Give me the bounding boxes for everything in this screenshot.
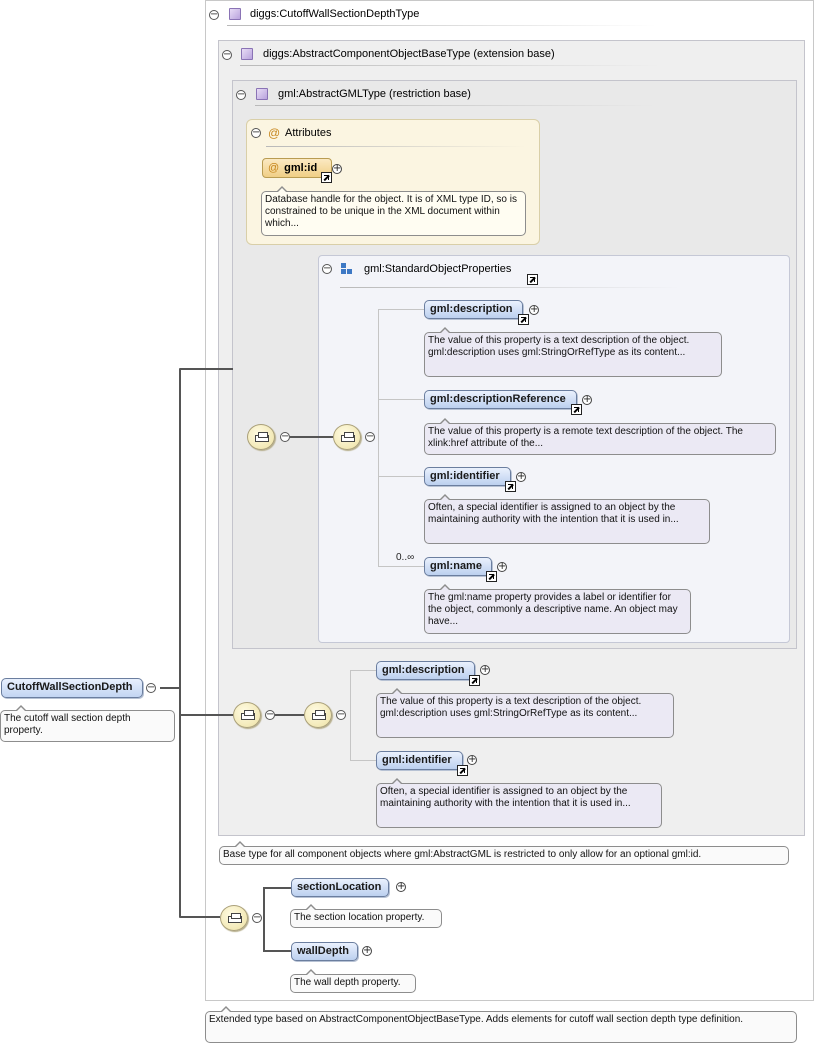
attribute-gml-id[interactable]: @ gml:id bbox=[262, 158, 332, 178]
expand-element-icon[interactable]: + bbox=[582, 394, 592, 405]
branch-line bbox=[378, 309, 379, 566]
collapse-group-toggle[interactable]: − bbox=[322, 263, 332, 274]
complex-type-icon bbox=[256, 88, 268, 100]
root-element-doc: The cutoff wall section depth property. bbox=[0, 705, 175, 742]
branch-line bbox=[350, 670, 376, 671]
attributes-marker: @ bbox=[268, 126, 281, 140]
collapse-gml-type-toggle[interactable]: − bbox=[236, 89, 246, 100]
expand-element-icon[interactable]: + bbox=[396, 881, 406, 892]
go-to-definition-icon[interactable] bbox=[469, 675, 480, 686]
collapse-base-toggle[interactable]: − bbox=[222, 49, 232, 60]
branch-line bbox=[378, 476, 424, 477]
group-name: gml:StandardObjectProperties bbox=[364, 263, 512, 275]
element-doc: The value of this property is a remote t… bbox=[424, 418, 776, 455]
element-doc: The section location property. bbox=[290, 904, 442, 928]
attributes-title: Attributes bbox=[285, 127, 332, 139]
attribute-name: gml:id bbox=[284, 162, 318, 174]
connector bbox=[180, 714, 233, 716]
element-gml-descriptionReference[interactable]: gml:descriptionReference bbox=[424, 390, 577, 409]
element-doc: Often, a special identifier is assigned … bbox=[424, 494, 710, 544]
type-name: diggs:CutoffWallSectionDepthType bbox=[250, 8, 420, 20]
element-gml-name[interactable]: gml:name bbox=[424, 557, 492, 576]
element-gml-identifier[interactable]: gml:identifier bbox=[376, 751, 463, 770]
collapse-sequence-toggle[interactable]: − bbox=[252, 912, 262, 923]
element-doc: Often, a special identifier is assigned … bbox=[376, 778, 662, 828]
gml-header-underline bbox=[255, 105, 655, 106]
element-doc: The wall depth property. bbox=[290, 969, 416, 993]
collapse-sequence-toggle[interactable]: − bbox=[280, 431, 290, 442]
branch-line bbox=[350, 670, 351, 760]
expand-element-icon[interactable]: + bbox=[362, 945, 372, 956]
collapse-sequence-toggle[interactable]: − bbox=[365, 431, 375, 442]
complex-type-icon bbox=[229, 8, 241, 20]
complex-type-icon bbox=[241, 48, 253, 60]
branch-line bbox=[378, 309, 424, 310]
element-doc: The gml:name property provides a label o… bbox=[424, 584, 691, 634]
connector bbox=[160, 687, 180, 689]
element-gml-description[interactable]: gml:description bbox=[424, 300, 523, 319]
element-doc: The value of this property is a text des… bbox=[424, 327, 722, 377]
go-to-definition-icon[interactable] bbox=[518, 314, 529, 325]
collapse-attributes-toggle[interactable]: − bbox=[251, 127, 261, 138]
connector bbox=[180, 368, 233, 370]
expand-attribute-icon[interactable]: + bbox=[332, 163, 342, 174]
connector bbox=[263, 950, 291, 952]
element-gml-description[interactable]: gml:description bbox=[376, 661, 475, 680]
collapse-sequence-toggle[interactable]: − bbox=[336, 709, 346, 720]
expand-element-icon[interactable]: + bbox=[497, 561, 507, 572]
connector bbox=[275, 714, 304, 716]
base-header-underline bbox=[240, 65, 660, 66]
sequence-icon bbox=[304, 702, 332, 728]
connector bbox=[290, 436, 333, 438]
sequence-icon bbox=[333, 424, 361, 450]
type-doc: Extended type based on AbstractComponent… bbox=[205, 1006, 797, 1043]
group-cardinality: 0..∞ bbox=[396, 552, 415, 563]
expand-element-icon[interactable]: + bbox=[516, 471, 526, 482]
attributes-underline bbox=[266, 146, 526, 147]
element-sectionLocation[interactable]: sectionLocation bbox=[291, 878, 389, 897]
group-underline bbox=[340, 287, 680, 288]
group-icon bbox=[341, 263, 353, 275]
branch-line bbox=[378, 399, 424, 400]
attribute-marker: @ bbox=[268, 162, 280, 174]
connector bbox=[263, 887, 265, 951]
root-element[interactable]: CutoffWallSectionDepth bbox=[1, 678, 143, 698]
gml-type-name: gml:AbstractGMLType (restriction base) bbox=[278, 88, 471, 100]
collapse-type-toggle[interactable]: − bbox=[209, 9, 219, 20]
sequence-icon bbox=[233, 702, 261, 728]
expand-element-icon[interactable]: + bbox=[467, 754, 477, 765]
collapse-sequence-toggle[interactable]: − bbox=[265, 709, 275, 720]
base-type-doc: Base type for all component objects wher… bbox=[219, 841, 789, 865]
base-type-name: diggs:AbstractComponentObjectBaseType (e… bbox=[263, 48, 555, 60]
branch-line bbox=[350, 760, 376, 761]
sequence-icon bbox=[220, 905, 248, 931]
connector bbox=[263, 887, 291, 889]
connector bbox=[179, 368, 181, 918]
connector bbox=[180, 916, 220, 918]
type-header-underline bbox=[227, 25, 657, 26]
branch-line bbox=[378, 566, 424, 567]
element-doc: The value of this property is a text des… bbox=[376, 688, 674, 738]
go-to-definition-icon[interactable] bbox=[505, 481, 516, 492]
collapse-root-toggle[interactable]: − bbox=[146, 682, 156, 693]
go-to-definition-icon[interactable] bbox=[321, 172, 332, 183]
expand-element-icon[interactable]: + bbox=[480, 664, 490, 675]
go-to-definition-icon[interactable] bbox=[527, 274, 538, 285]
element-gml-identifier[interactable]: gml:identifier bbox=[424, 467, 511, 486]
element-wallDepth[interactable]: wallDepth bbox=[291, 942, 358, 961]
sequence-icon bbox=[247, 424, 275, 450]
go-to-definition-icon[interactable] bbox=[571, 404, 582, 415]
expand-element-icon[interactable]: + bbox=[529, 304, 539, 315]
go-to-definition-icon[interactable] bbox=[457, 765, 468, 776]
go-to-definition-icon[interactable] bbox=[486, 571, 497, 582]
attribute-doc: Database handle for the object. It is of… bbox=[261, 186, 526, 236]
